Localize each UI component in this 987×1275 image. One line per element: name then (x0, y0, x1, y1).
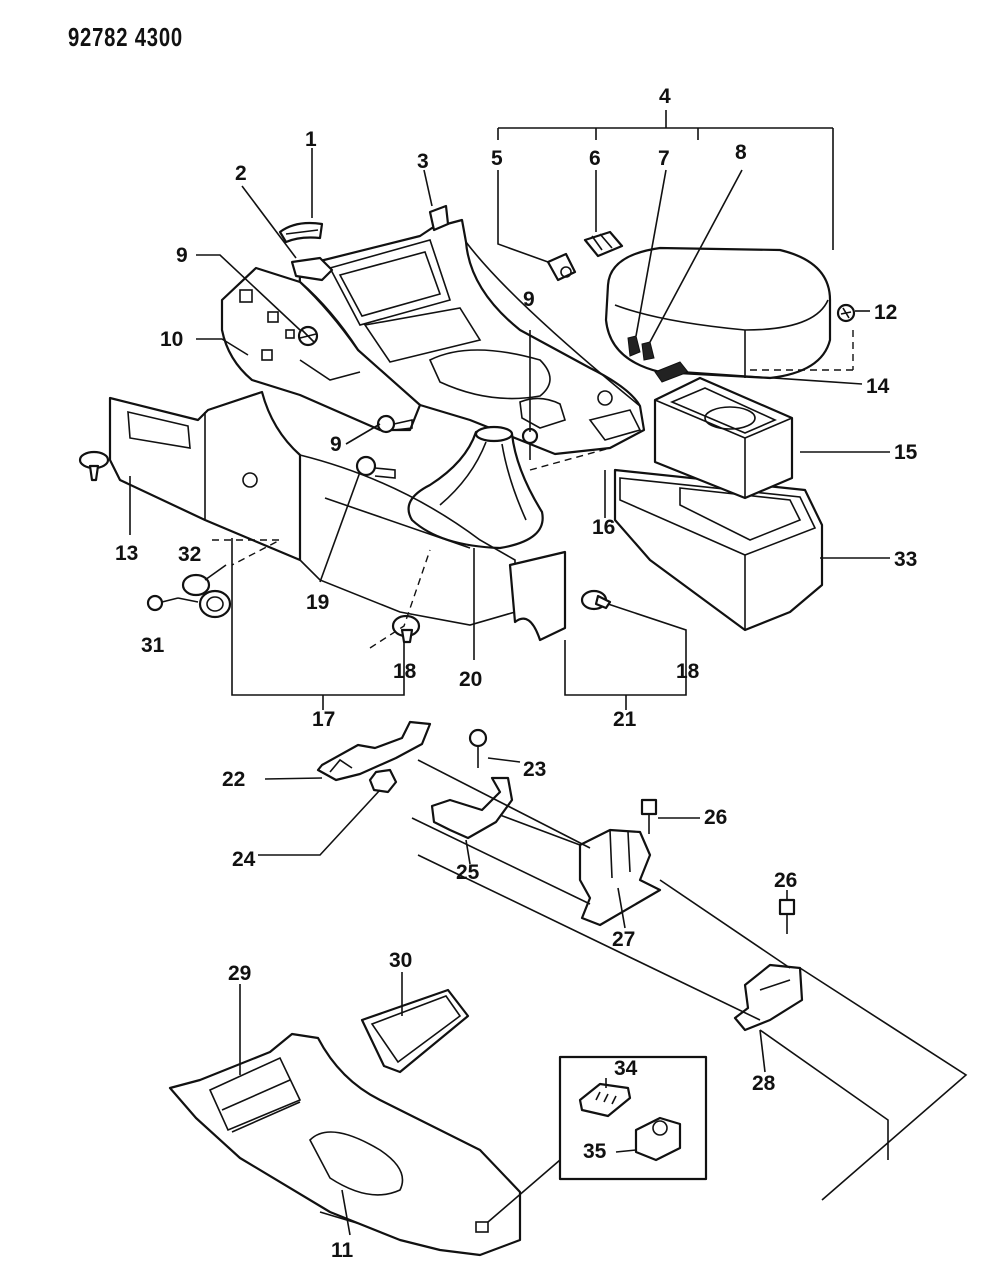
part-26-bolt-lower (778, 898, 796, 934)
callout-33: 33 (894, 548, 917, 571)
callout-13: 13 (115, 542, 138, 565)
callout-14: 14 (866, 375, 890, 398)
part-20-shift-boot (407, 425, 544, 550)
callout-9-mid: 9 (330, 433, 342, 456)
part-18-clip-left (391, 614, 421, 644)
callout-35: 35 (583, 1140, 607, 1163)
part-22-bracket (316, 720, 432, 782)
callout-2: 2 (235, 162, 247, 185)
part-30-bezel (360, 988, 470, 1074)
callout-9-left: 9 (176, 244, 188, 267)
callout-11: 11 (331, 1239, 354, 1262)
callout-8: 8 (735, 141, 747, 164)
part-11-lower-console (168, 1032, 522, 1257)
callout-24: 24 (232, 848, 256, 871)
callout-17: 17 (312, 708, 335, 731)
part-33-rear-console (613, 468, 824, 632)
part-28-bracket (733, 963, 804, 1032)
callout-32: 32 (178, 543, 201, 566)
inset-box (558, 1055, 708, 1181)
callout-29: 29 (228, 962, 251, 985)
callout-18-right: 18 (676, 660, 700, 683)
callout-20: 20 (459, 668, 482, 691)
callout-31: 31 (141, 634, 165, 657)
callout-19: 19 (306, 591, 329, 614)
part-10-side-bracket (220, 266, 422, 432)
part-9-screw-left (297, 325, 319, 347)
callout-34: 34 (614, 1057, 638, 1080)
part-23-bolt (468, 728, 488, 768)
part-2-bracket (290, 256, 334, 282)
part-35-switch (634, 1116, 682, 1162)
part-9-screw-mid (376, 414, 413, 434)
callout-25: 25 (456, 861, 480, 884)
callout-7: 7 (658, 147, 670, 170)
callout-21: 21 (613, 708, 637, 731)
part-27-bracket (578, 828, 662, 927)
callout-3: 3 (417, 150, 429, 173)
part-32-grommet (181, 573, 232, 619)
part-15-storage-tray (653, 376, 794, 500)
callout-27: 27 (612, 928, 635, 951)
part-1-clip (278, 221, 324, 244)
part-4-armrest-lid (604, 246, 832, 380)
callout-6: 6 (589, 147, 601, 170)
callout-15: 15 (894, 441, 918, 464)
callout-9-right: 9 (523, 288, 535, 311)
callout-5: 5 (491, 147, 503, 170)
part-7-bumper (627, 335, 641, 357)
callout-4: 4 (659, 85, 671, 108)
callout-18-left: 18 (393, 660, 417, 683)
catalog-number: 92782 4300 (68, 22, 183, 52)
part-26-bolt-upper (640, 798, 658, 834)
callout-labels: 1 2 3 4 5 6 7 8 9 9 9 10 11 12 13 14 15 … (115, 85, 918, 1262)
part-5-hinge (546, 252, 577, 282)
callout-22: 22 (222, 768, 245, 791)
part-19-screw (355, 455, 396, 479)
leader-lines (129, 110, 968, 1236)
part-3-upper-console (298, 204, 646, 456)
part-12-screw (836, 303, 856, 323)
callout-28: 28 (752, 1072, 776, 1095)
callout-12: 12 (874, 301, 897, 324)
part-6-latch (583, 230, 624, 258)
part-8-bumper (641, 341, 655, 361)
part-21-side-trim (508, 550, 567, 642)
part-17-lower-side-panel (108, 390, 516, 626)
part-31-screw (146, 594, 179, 612)
callout-1: 1 (305, 128, 317, 151)
part-25-bracket (430, 776, 514, 840)
callout-23: 23 (523, 758, 546, 781)
part-18-clip-right (580, 589, 612, 611)
callout-26-lower: 26 (774, 869, 797, 892)
part-34-switch (578, 1082, 632, 1118)
part-24-nut (368, 768, 398, 794)
callout-30: 30 (389, 949, 412, 972)
part-13-clip (78, 450, 110, 482)
callout-16: 16 (592, 516, 615, 539)
callout-10: 10 (160, 328, 183, 351)
callout-26-upper: 26 (704, 806, 727, 829)
